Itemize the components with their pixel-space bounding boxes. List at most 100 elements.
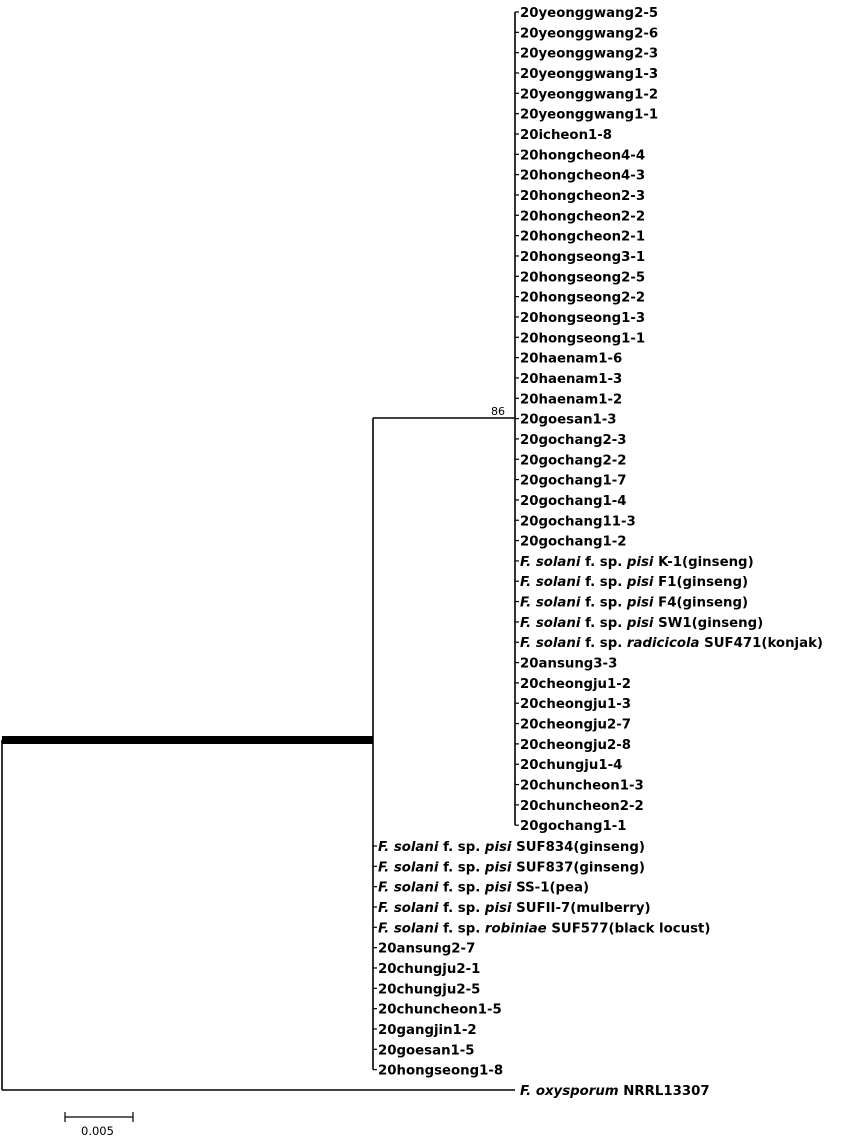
leaf-label-rest: K-1(ginseng) xyxy=(653,555,753,570)
leaf-label: 20gochang2-3 xyxy=(520,433,627,448)
leaf-label-rest: SUF837(ginseng) xyxy=(511,860,644,875)
leaf-label: 20haenam1-6 xyxy=(520,352,622,367)
leaf-label-forma: radicicola xyxy=(627,636,700,651)
leaf-label: F. solani f. sp. pisi SW1(ginseng) xyxy=(520,616,763,631)
leaf-label: 20chuncheon2-2 xyxy=(520,799,644,814)
leaf-label: 20gochang1-7 xyxy=(520,474,627,489)
leaf-label: 20gochang1-2 xyxy=(520,535,627,550)
bootstrap-value: 86 xyxy=(491,405,505,418)
leaf-label: 20cheongju2-8 xyxy=(520,738,631,753)
leaf-label-species: F. solani xyxy=(378,901,439,916)
leaf-labels: 20yeonggwang2-5 20yeonggwang2-6 20yeonggwa… xyxy=(378,6,823,1099)
leaf-label-species: F. solani xyxy=(378,860,439,875)
leaf-label: 20haenam1-3 xyxy=(520,372,622,387)
leaf-label: F. solani f. sp. radicicola SUF471(konja… xyxy=(520,636,823,651)
leaf-label: 20icheon1-8 xyxy=(520,128,612,143)
leaf-label-species: F. solani xyxy=(378,840,439,855)
leaf-label-species: F. solani xyxy=(378,881,439,896)
leaf-label: 20gochang1-4 xyxy=(520,494,627,509)
leaf-label: 20chuncheon1-5 xyxy=(378,1003,502,1018)
leaf-label: F. solani f. sp. pisi SUFII-7(mulberry) xyxy=(378,901,651,916)
leaf-label: 20chungju2-5 xyxy=(378,982,480,997)
leaf-label-forma: pisi xyxy=(484,881,512,896)
leaf-label-species: F. solani xyxy=(520,616,581,631)
leaf-label: 20gochang2-2 xyxy=(520,453,627,468)
leaf-label: 20cheongju2-7 xyxy=(520,718,631,733)
leaf-label-mid: f. sp. xyxy=(580,555,626,570)
leaf-label-rest: SUF577(black locust) xyxy=(547,921,711,936)
leaf-label: 20hongcheon2-2 xyxy=(520,209,645,224)
leaf-label: 20yeonggwang1-1 xyxy=(520,108,658,123)
leaf-label-species: F. solani xyxy=(378,921,439,936)
leaf-label-rest: F1(ginseng) xyxy=(653,575,748,590)
leaf-label-species: F. solani xyxy=(520,636,581,651)
leaf-label-rest: NRRL13307 xyxy=(619,1084,710,1099)
leaf-label: 20yeonggwang2-3 xyxy=(520,47,658,62)
leaf-label: F. solani f. sp. pisi SUF837(ginseng) xyxy=(378,860,645,875)
tree-branches xyxy=(1,11,519,1091)
leaf-label: 20hongcheon4-3 xyxy=(520,169,645,184)
leaf-label: F. solani f. sp. robiniae SUF577(black l… xyxy=(378,921,710,936)
leaf-label: 20cheongju1-2 xyxy=(520,677,631,692)
leaf-label: F. solani f. sp. pisi SS-1(pea) xyxy=(378,881,589,896)
leaf-label-forma: pisi xyxy=(484,840,512,855)
leaf-label-species: F. solani xyxy=(520,555,581,570)
leaf-label: 20ansung2-7 xyxy=(378,942,475,957)
leaf-label: 20gochang11-3 xyxy=(520,514,636,529)
leaf-label-mid: f. sp. xyxy=(580,575,626,590)
leaf-label: F. solani f. sp. pisi F4(ginseng) xyxy=(520,596,748,611)
leaf-label-forma: pisi xyxy=(626,575,654,590)
leaf-label: 20chungju2-1 xyxy=(378,962,480,977)
scale-bar xyxy=(64,1112,134,1122)
leaf-label: 20hongseong1-3 xyxy=(520,311,645,326)
leaf-label-species: F. oxysporum xyxy=(520,1084,619,1099)
leaf-label: 20chuncheon1-3 xyxy=(520,779,644,794)
leaf-label-rest: SW1(ginseng) xyxy=(653,616,763,631)
leaf-label: 20yeonggwang2-6 xyxy=(520,26,658,41)
leaf-label: 20gangjin1-2 xyxy=(378,1023,477,1038)
leaf-label: 20yeonggwang1-2 xyxy=(520,87,658,102)
leaf-label-mid: f. sp. xyxy=(580,636,626,651)
leaf-label-mid: f. sp. xyxy=(438,840,484,855)
leaf-label-mid: f. sp. xyxy=(438,901,484,916)
leaf-label: F. solani f. sp. pisi F1(ginseng) xyxy=(520,575,748,590)
leaf-label: 20yeonggwang2-5 xyxy=(520,6,658,21)
leaf-label-mid: f. sp. xyxy=(580,596,626,611)
leaf-label-forma: robiniae xyxy=(485,921,547,936)
leaf-label: F. solani f. sp. pisi K-1(ginseng) xyxy=(520,555,754,570)
leaf-label: F. solani f. sp. pisi SUF834(ginseng) xyxy=(378,840,645,855)
leaf-label-forma: pisi xyxy=(484,901,512,916)
leaf-label-species: F. solani xyxy=(520,596,581,611)
leaf-label-rest: SUF834(ginseng) xyxy=(511,840,644,855)
leaf-label: 20ansung3-3 xyxy=(520,657,617,672)
leaf-label: 20hongseong1-1 xyxy=(520,331,645,346)
leaf-label: 20gochang1-1 xyxy=(520,819,627,834)
leaf-label: 20hongcheon2-3 xyxy=(520,189,645,204)
leaf-label: 20goesan1-5 xyxy=(378,1043,475,1058)
leaf-label-rest: SUF471(konjak) xyxy=(700,636,823,651)
leaf-label: 20hongseong1-8 xyxy=(378,1064,503,1079)
leaf-label-mid: f. sp. xyxy=(438,881,484,896)
leaf-label-rest: SUFII-7(mulberry) xyxy=(511,901,650,916)
leaf-label: 20haenam1-2 xyxy=(520,392,622,407)
scale-bar-label: 0.005 xyxy=(81,1124,114,1136)
leaf-label-mid: f. sp. xyxy=(438,860,484,875)
leaf-label: 20hongseong3-1 xyxy=(520,250,645,265)
leaf-label-mid: f. sp. xyxy=(438,921,484,936)
leaf-label-rest: F4(ginseng) xyxy=(653,596,748,611)
leaf-label-forma: pisi xyxy=(484,860,512,875)
leaf-label: 20hongcheon4-4 xyxy=(520,148,645,163)
leaf-label: 20hongseong2-5 xyxy=(520,270,645,285)
leaf-label-rest: SS-1(pea) xyxy=(511,881,589,896)
leaf-label: 20chungju1-4 xyxy=(520,758,622,773)
leaf-label: 20hongcheon2-1 xyxy=(520,230,645,245)
leaf-label: 20hongseong2-2 xyxy=(520,291,645,306)
leaf-label-forma: pisi xyxy=(626,616,654,631)
leaf-label-forma: pisi xyxy=(626,555,654,570)
leaf-label: F. oxysporum NRRL13307 xyxy=(520,1084,710,1099)
leaf-label: 20goesan1-3 xyxy=(520,413,617,428)
leaf-label-forma: pisi xyxy=(626,596,654,611)
leaf-label: 20yeonggwang1-3 xyxy=(520,67,658,82)
leaf-label-species: F. solani xyxy=(520,575,581,590)
